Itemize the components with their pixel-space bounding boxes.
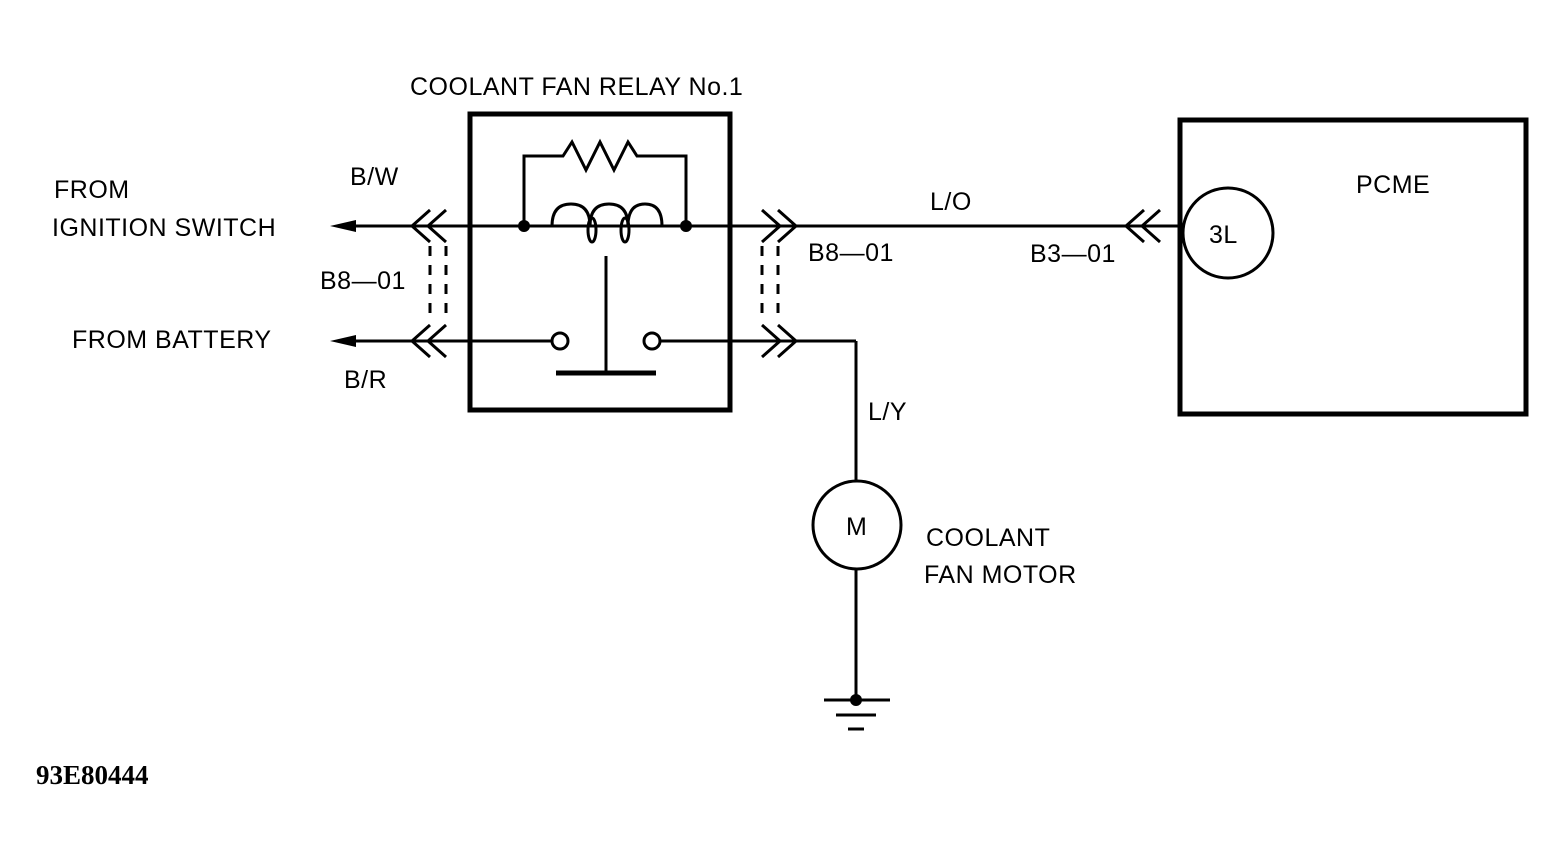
relay-title: COOLANT FAN RELAY No.1 — [410, 73, 743, 101]
pcme-box — [1177, 117, 1529, 417]
wire-lo: L/O — [930, 188, 972, 216]
connector-pcme-label: B3—01 — [1030, 240, 1116, 268]
connector-right-label: B8—01 — [808, 239, 894, 267]
ignition-wire — [330, 220, 1182, 232]
connector-left — [409, 208, 448, 359]
ground-icon — [824, 694, 890, 731]
motor-label-2: FAN MOTOR — [924, 561, 1077, 589]
battery-arrow-icon — [330, 335, 356, 347]
ignition-arrow-icon — [330, 220, 356, 232]
wire-br: B/R — [344, 366, 387, 394]
pcme-title: PCME — [1356, 171, 1430, 199]
battery-label: FROM BATTERY — [72, 326, 272, 354]
coil-winding-icon — [550, 202, 664, 227]
connector-left-label: B8—01 — [320, 267, 406, 295]
wire-ly: L/Y — [868, 398, 907, 426]
connector-right — [760, 208, 799, 359]
relay-coil — [518, 138, 692, 372]
pcme-terminal-label: 3L — [1209, 221, 1238, 249]
relay-box — [467, 111, 733, 413]
figure-id: 93E80444 — [36, 760, 149, 790]
ignition-label-1: FROM — [54, 176, 130, 204]
wire-bw: B/W — [350, 163, 399, 191]
connector-pcme — [1123, 208, 1161, 244]
battery-wire — [330, 331, 858, 482]
motor-label-1: COOLANT — [926, 524, 1050, 552]
pcme-terminal-3l — [1181, 186, 1275, 280]
ignition-label-2: IGNITION SWITCH — [52, 214, 276, 242]
motor-symbol: M — [846, 513, 867, 541]
